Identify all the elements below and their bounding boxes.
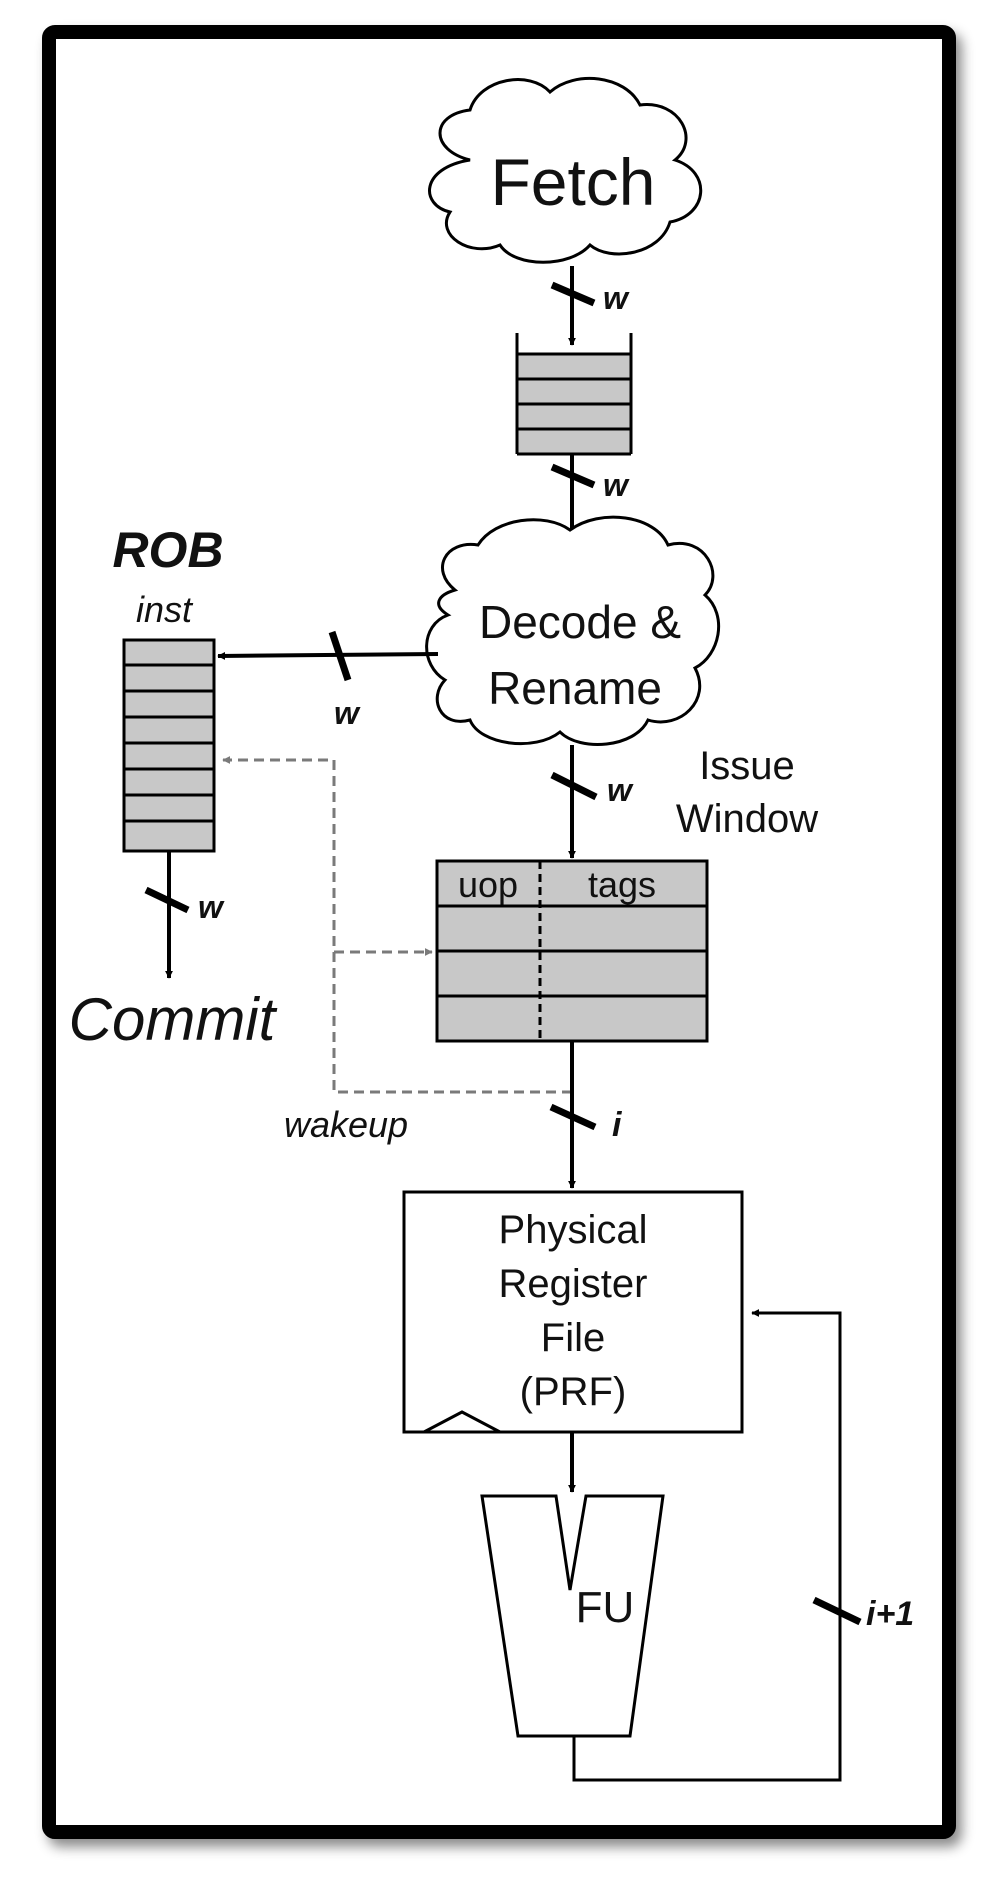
fetch-queue: [515, 333, 633, 456]
width-tick: [550, 281, 596, 307]
width-label-w: w: [334, 695, 361, 731]
fu-to-prf-feedback-arrow: [572, 1309, 842, 1782]
prf-label-line1: Physical: [499, 1208, 648, 1252]
clock-edge-icon: [423, 1410, 501, 1434]
width-label-w: w: [607, 772, 634, 808]
issue-window-column-tags: tags: [588, 864, 656, 905]
issue-window-label-line2: Window: [676, 797, 818, 841]
fu-label: FU: [576, 1583, 635, 1632]
prf-label-line3: File: [541, 1316, 605, 1360]
issue-window-label-line1: Issue: [699, 744, 795, 788]
width-tick: [328, 630, 352, 682]
decode-label-line2: Rename: [488, 662, 662, 714]
width-tick: [812, 1596, 862, 1626]
fu-alu-shape: [480, 1494, 665, 1738]
width-label-i-plus-1: i+1: [866, 1595, 914, 1633]
prf-label-line4: (PRF): [520, 1370, 627, 1414]
prf-label-line2: Register: [499, 1262, 648, 1306]
fetch-cloud-shape: [428, 77, 703, 264]
rob-buffer: [122, 638, 216, 853]
wakeup-label: wakeup: [284, 1104, 408, 1145]
width-tick: [550, 463, 596, 489]
width-tick: [144, 886, 190, 914]
decode-label-line1: Decode &: [479, 596, 681, 648]
decode-rename-stage: Decode & Rename: [425, 515, 721, 746]
issue-window: uop tags: [435, 859, 709, 1043]
width-label-i: i: [612, 1106, 623, 1144]
fetch-stage: Fetch: [428, 77, 703, 264]
rob-subtitle: inst: [136, 589, 194, 630]
functional-unit: FU: [480, 1494, 665, 1738]
issue-window-column-uop: uop: [458, 864, 518, 905]
commit-label: Commit: [69, 986, 278, 1053]
decode-to-rob-arrow: [217, 651, 439, 660]
rob-title: ROB: [112, 522, 223, 578]
decode-cloud-shape: [425, 515, 721, 746]
width-tick: [549, 1103, 597, 1131]
fetch-label: Fetch: [490, 145, 655, 219]
width-tick: [550, 771, 598, 801]
width-label-w: w: [603, 467, 630, 503]
width-label-w: w: [603, 280, 630, 316]
physical-register-file: Physical Register File (PRF): [402, 1190, 744, 1434]
width-label-w: w: [198, 889, 225, 925]
wakeup-path: [222, 756, 572, 1094]
